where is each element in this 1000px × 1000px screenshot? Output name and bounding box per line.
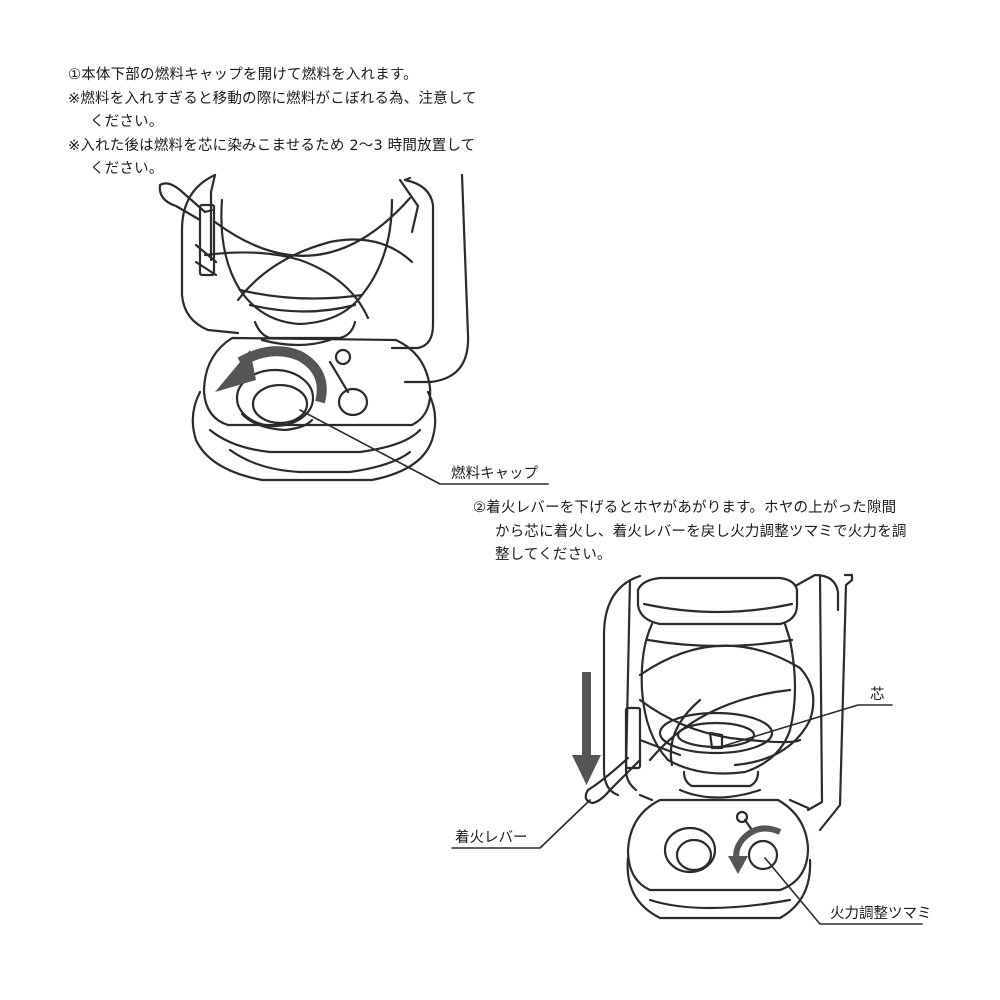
lantern-2-illustration: [584, 573, 854, 920]
lantern-1-guard-wire: [213, 196, 412, 257]
rotate-arrow-1: [215, 346, 327, 404]
lantern-1-lever-bracket: [198, 203, 216, 277]
step-1-instructions: ①本体下部の燃料キャップを開けて燃料を入れます。 ※燃料を入れすぎると移動の際に…: [68, 64, 477, 182]
step-2-line: ②着火レバーを下げるとホヤがあがります。ホヤの上がった隙間: [473, 500, 897, 516]
step-1-line: ①本体下部の燃料キャップを開けて燃料を入れます。: [68, 67, 418, 83]
lantern-2-ignition-lever: [584, 756, 642, 805]
ignition-lever-leader: [451, 799, 591, 849]
lantern-2-chimney: [636, 576, 799, 607]
step-1-line: ください。: [90, 114, 164, 130]
step-2-line: 整してください。: [495, 547, 612, 563]
lantern-2-wick: [708, 731, 724, 750]
lantern-2-frame-right: [795, 573, 840, 612]
fuel-cap-label: 燃料キャップ: [451, 466, 538, 482]
lever-down-arrow: [572, 672, 601, 785]
lantern-2-base: [626, 856, 812, 920]
lantern-2-globe: [640, 622, 797, 775]
lantern-1-knob: [337, 387, 369, 417]
lantern-1-globe: [220, 198, 394, 326]
ignition-lever-label: 着火レバー: [455, 830, 528, 846]
wick-label: 芯: [870, 687, 885, 703]
lantern-1-base: [191, 390, 437, 482]
lantern-1-illustration: [158, 173, 470, 482]
lantern-1-fuel-cap: [235, 368, 315, 428]
lantern-1-fuel-tank: [202, 336, 432, 427]
step-1-line: ※入れた後は燃料を芯に染みこませるため 2～3 時間放置して: [68, 137, 476, 154]
lantern-1-frame-left: [180, 173, 240, 335]
step-1-line: ※燃料を入れすぎると移動の際に燃料がこぼれる為、注意して: [68, 90, 477, 107]
step-2-instructions: ②着火レバーを下げるとホヤがあがります。ホヤの上がった隙間 から芯に着火し、着火…: [473, 497, 907, 568]
flame-knob-label: 火力調整ツマミ: [830, 906, 932, 922]
lantern-2-fuel-cap: [663, 826, 717, 874]
lantern-2-flame-knob: [747, 839, 779, 871]
knob-rotate-arrow: [728, 825, 782, 874]
lantern-2-fuel-tank: [626, 798, 810, 892]
lantern-1-frame-right: [390, 178, 435, 350]
step-1-line: ください。: [90, 161, 164, 177]
step-2-line: から芯に着火し、着火レバーを戻し火力調整ツマミで火力を調: [495, 523, 907, 540]
lantern-2-guard-wire: [638, 644, 815, 767]
lantern-1-frame-right-outer: [403, 173, 470, 384]
fuel-cap-leader: [299, 409, 549, 485]
flame-knob-leader: [764, 857, 923, 925]
lantern-1-bail: [158, 182, 214, 214]
wick-leader: [719, 704, 893, 748]
